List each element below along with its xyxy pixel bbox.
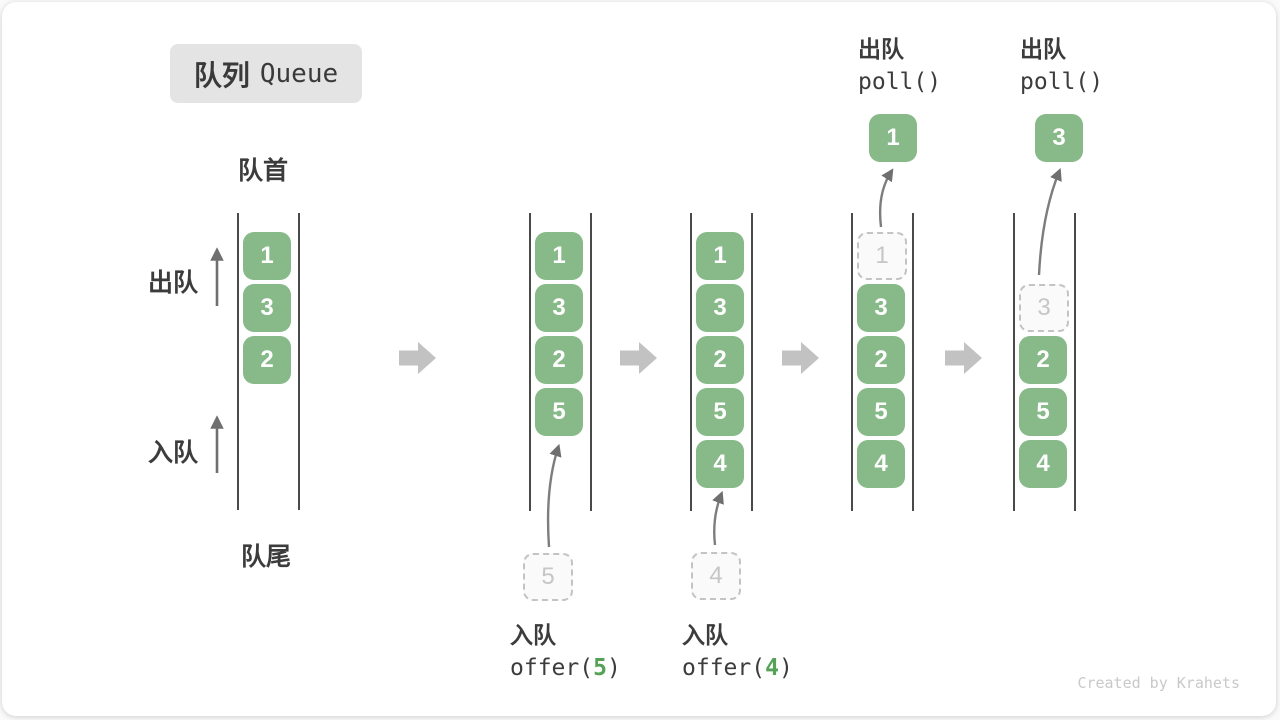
queue-rail-left [237,213,239,510]
op-code-pre: poll() [858,69,942,95]
op-code: poll() [1020,69,1103,95]
label-enqueue: 入队 [148,439,199,467]
op-enqueue-offer-5: 入队 offer(5) [510,616,621,681]
enqueue-value-5: 5 [523,553,573,601]
queue-rail-right [751,213,753,511]
step-arrow-4-icon [945,342,982,374]
dequeue-result-1: 1 [869,114,917,162]
label-queue-front: 队首 [238,157,289,185]
op-dequeue-poll-2: 出队 poll() [1020,30,1103,95]
queue-cell: 3 [696,284,744,332]
queue-cell: 5 [535,388,583,436]
queue-rail-right [1074,213,1076,511]
arrow-enqueue-5 [546,443,562,548]
queue-cell: 1 [535,232,583,280]
queue-rail-left [529,213,531,511]
queue-rail-left [1013,213,1015,511]
op-code-arg: 5 [593,655,607,681]
queue-cell: 3 [857,284,905,332]
op-enqueue-offer-4: 入队 offer(4) [682,616,793,681]
queue-rail-left [851,213,853,511]
op-code-pre: offer( [510,655,594,681]
op-code-post: ) [606,655,621,681]
op-label-zh: 入队 [510,622,556,648]
queue-cell: 1 [243,232,291,280]
queue-cell: 4 [696,440,744,488]
queue-cell: 3 [243,284,291,332]
step-arrow-3-icon [782,342,819,374]
queue-rail-right [590,213,592,511]
queue-cell: 2 [857,336,905,384]
queue-cell: 2 [535,336,583,384]
queue-cell: 1 [696,232,744,280]
queue-cell: 2 [696,336,744,384]
arrow-dequeue-1 [878,168,894,228]
op-code: poll() [858,69,941,95]
dequeue-result-3: 3 [1035,114,1083,162]
queue-rail-left [690,213,692,511]
title-en: Queue [259,58,339,89]
op-label-zh: 出队 [1020,36,1066,62]
title-badge: 队列 Queue [170,44,362,103]
op-code: offer(5) [510,655,621,681]
queue-cell: 4 [1019,440,1067,488]
op-label-zh: 出队 [858,36,904,62]
queue-cell: 5 [857,388,905,436]
queue-rail-right [298,213,300,510]
queue-cell: 3 [535,284,583,332]
queue-cell-ghost: 1 [857,232,907,280]
op-code-post: ) [778,655,793,681]
queue-cell: 2 [1019,336,1067,384]
queue-cell: 5 [1019,388,1067,436]
arrow-dequeue-3 [1037,167,1062,276]
op-label-zh: 入队 [682,622,728,648]
op-code-arg: 4 [765,655,779,681]
queue-cell: 4 [857,440,905,488]
queue-cell: 5 [696,388,744,436]
label-queue-rear: 队尾 [241,543,292,571]
step-arrow-2-icon [620,342,657,374]
label-dequeue: 出队 [148,269,199,297]
op-code: offer(4) [682,655,793,681]
enqueue-value-4: 4 [691,552,741,600]
queue-cell-ghost: 3 [1019,284,1069,332]
arrow-enqueue-4 [712,490,724,546]
step-arrow-1-icon [399,342,436,374]
op-code-pre: offer( [682,655,766,681]
op-dequeue-poll-1: 出队 poll() [858,30,941,95]
watermark: Created by Krahets [1077,674,1240,692]
queue-cell: 2 [243,336,291,384]
op-code-pre: poll() [1020,69,1104,95]
queue-rail-right [912,213,914,511]
title-zh: 队列 [193,59,250,91]
